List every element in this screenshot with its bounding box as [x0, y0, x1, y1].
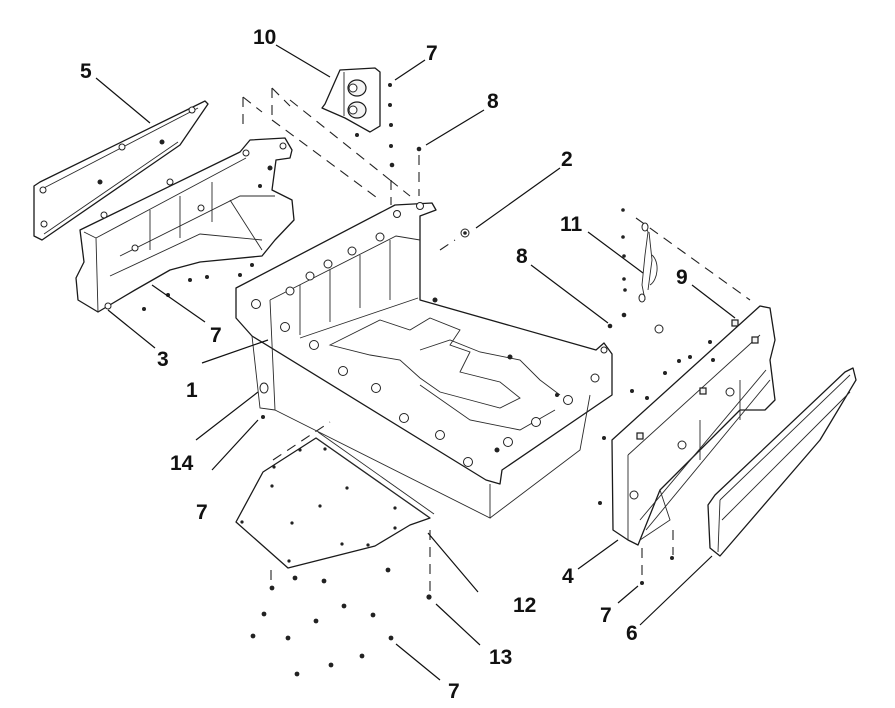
leader-lines — [95, 44, 736, 681]
part-10-mount-bracket — [321, 67, 381, 133]
callout-labels: 1 2 3 4 5 6 7 7 7 7 7 8 8 9 10 11 12 13 … — [80, 26, 688, 703]
part-8-bolts — [607, 312, 664, 334]
part-6-right-trim-panel — [707, 367, 857, 557]
fastener-column-top — [355, 83, 422, 168]
part-11-wire-harness — [621, 208, 751, 303]
part-4-right-side-bracket — [598, 305, 776, 585]
callout-2: 2 — [561, 148, 573, 171]
callout-13: 13 — [489, 646, 512, 669]
part-9-clip — [731, 319, 739, 327]
callout-6: 6 — [626, 622, 638, 645]
callout-1: 1 — [186, 379, 198, 402]
callout-8-top: 8 — [487, 90, 499, 113]
callout-9: 9 — [676, 266, 688, 289]
part-14-clip — [259, 382, 269, 419]
callout-5: 5 — [80, 60, 92, 83]
callout-11: 11 — [560, 213, 583, 236]
part-1-main-tub — [235, 202, 613, 519]
assembly-lines-top — [242, 87, 456, 251]
callout-7-bottom: 7 — [448, 680, 460, 703]
part-12-skid-plate — [235, 421, 435, 592]
callout-10: 10 — [253, 26, 276, 49]
callout-7-left: 7 — [210, 324, 222, 347]
callout-4: 4 — [562, 565, 574, 588]
callout-3: 3 — [157, 348, 169, 371]
callout-12: 12 — [513, 594, 536, 617]
fastener-field-bottom — [250, 567, 432, 677]
part-5-left-trim-panel — [33, 100, 209, 241]
part-2-nut — [460, 228, 470, 238]
callout-7-lower-left: 7 — [196, 501, 208, 524]
callout-14: 14 — [170, 452, 194, 475]
part-3-left-side-bracket — [75, 137, 295, 313]
callout-7-top: 7 — [426, 42, 438, 65]
callout-8-right: 8 — [516, 245, 528, 268]
callout-7-right: 7 — [600, 604, 612, 627]
